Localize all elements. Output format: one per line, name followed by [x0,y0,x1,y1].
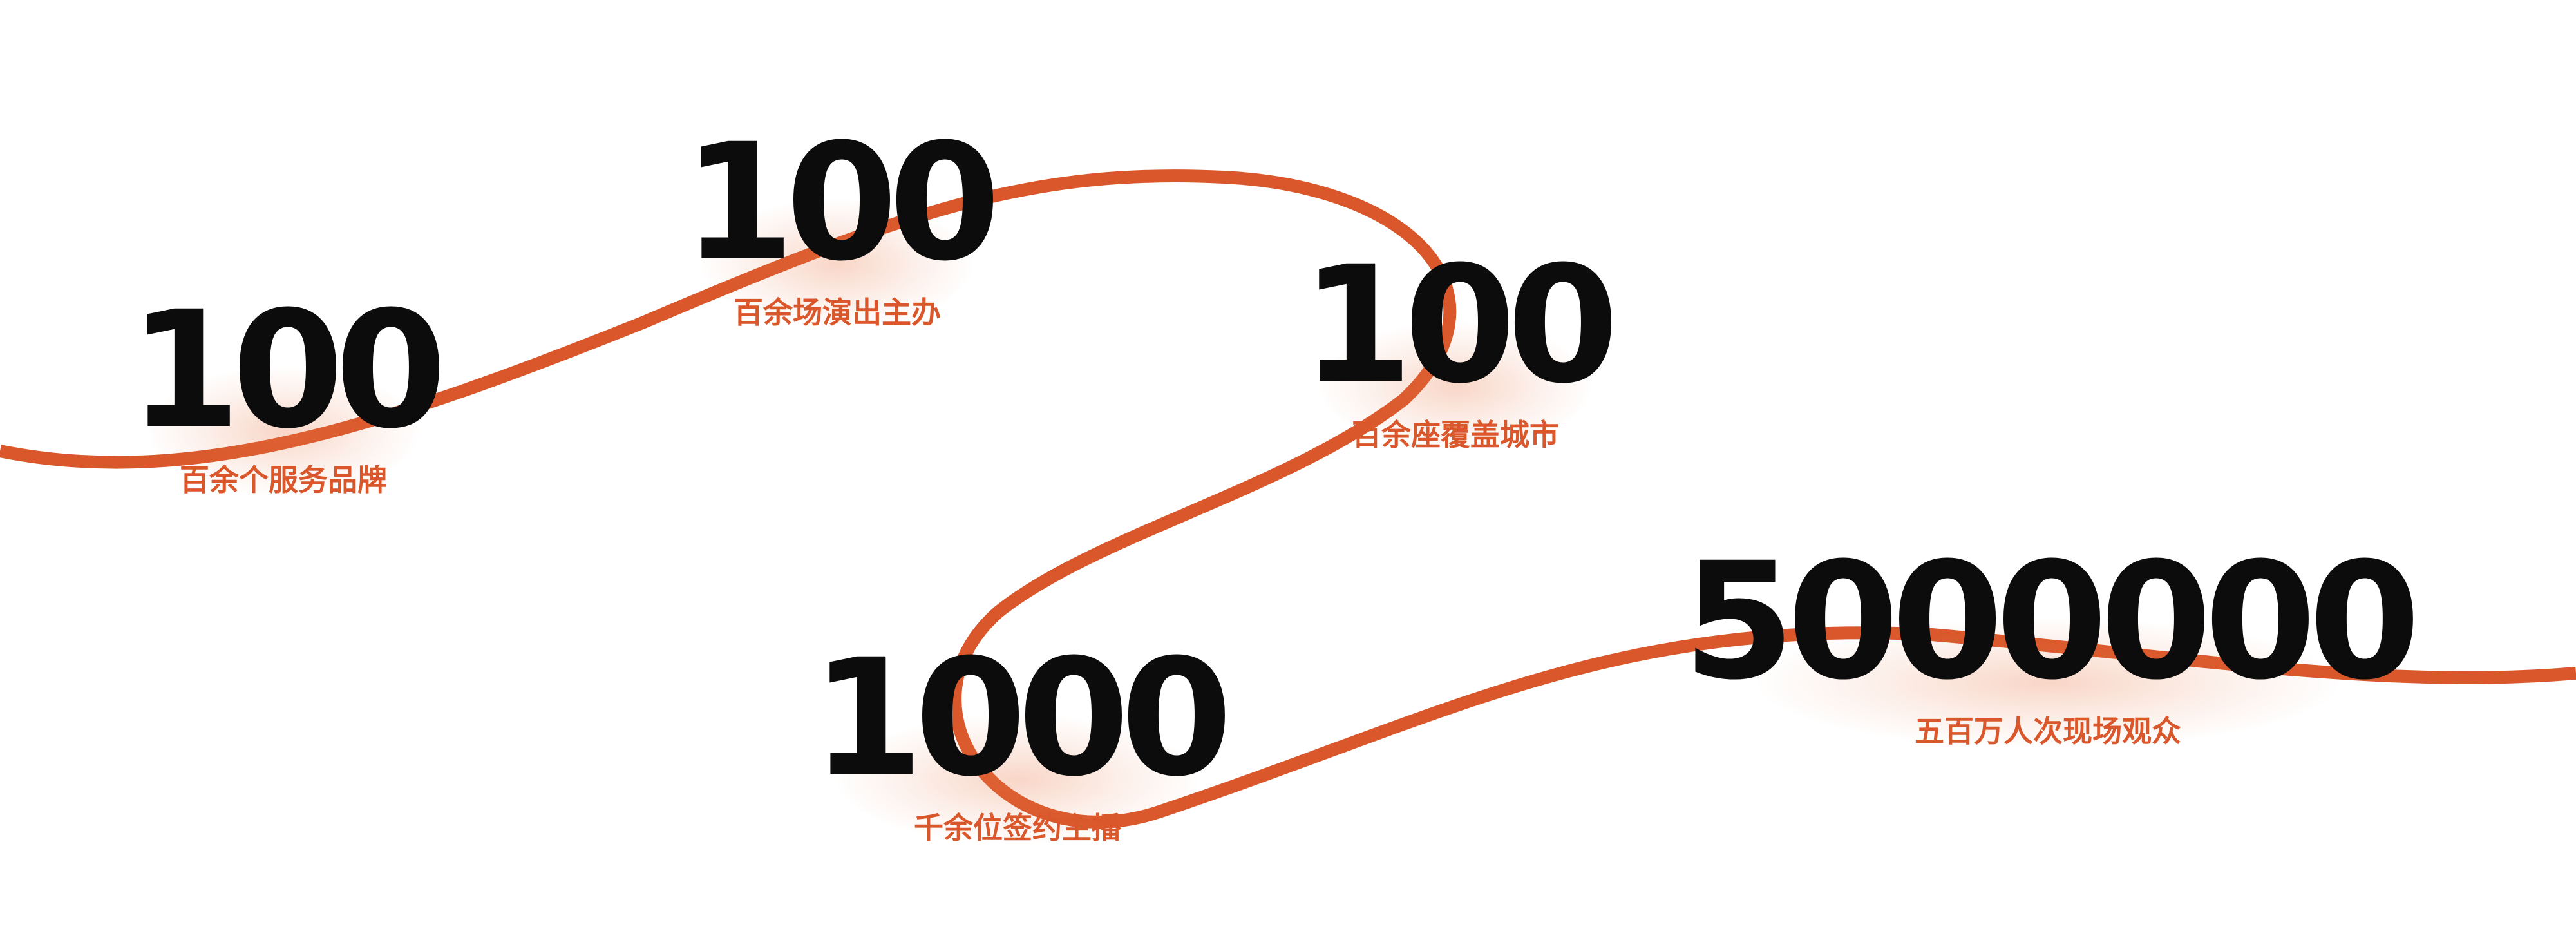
stat-value: 1000 [811,624,1233,812]
stat-live-audience: 5000000 五百万人次现场观众 [1649,528,2447,749]
stat-glow [1320,322,1591,451]
stat-value: 100 [129,276,447,464]
stat-label: 百余场演出主办 [734,295,941,330]
stat-label: 百余个服务品牌 [180,463,387,497]
stat-label: 五百万人次现场观众 [1915,714,2181,749]
stat-signed-streamers: 1000 千余位签约主播 [805,624,1233,845]
stat-shows-organized: 100 百余场演出主办 [683,109,1001,330]
stat-glow [702,200,972,329]
stat-value: 100 [683,109,1001,296]
stat-service-brands: 100 百余个服务品牌 [129,276,447,497]
orange-ribbon-path [0,169,2576,829]
stat-value: 100 [1301,231,1619,419]
stat-glow [837,715,1198,844]
stat-cities-covered: 100 百余座覆盖城市 [1301,231,1619,452]
stat-label: 千余位签约主播 [914,811,1121,845]
stat-value: 5000000 [1683,528,2421,715]
stat-glow [1758,619,2338,747]
stat-glow [148,367,419,496]
stat-label: 百余座覆盖城市 [1352,417,1559,452]
